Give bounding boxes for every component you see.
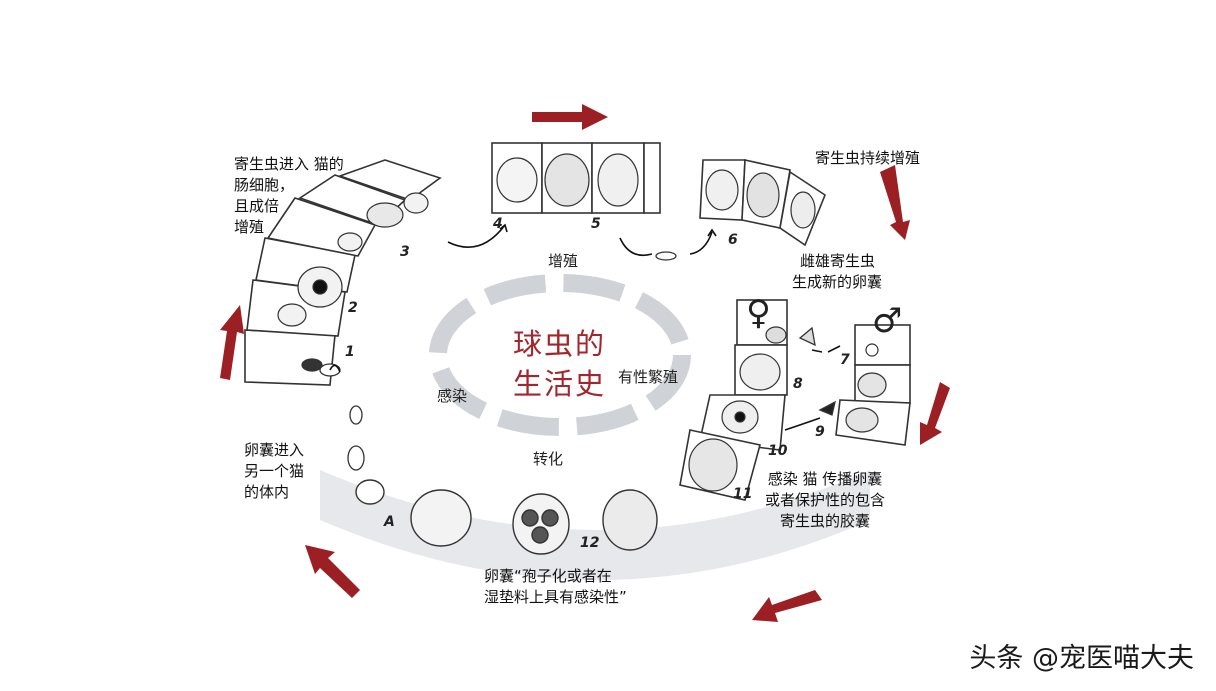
stage-infection: 感染	[437, 387, 468, 405]
stage-transformation: 转化	[533, 450, 564, 468]
stage-sexual: 有性繁殖	[618, 368, 679, 386]
step-label-4: 4	[493, 216, 503, 232]
annotation-oocyst-enter: 卵囊进入 另一个猫 的体内	[244, 440, 304, 503]
annotation-line: 的体内	[244, 483, 290, 501]
stage-proliferation: 增殖	[548, 252, 579, 270]
annotation-line: 且成倍	[234, 197, 280, 215]
step-label-1: 1	[345, 344, 355, 360]
step-label-3: 3	[400, 244, 410, 260]
arrow-right	[920, 382, 950, 445]
left-cell-nuclei	[277, 192, 429, 372]
annotation-line: 生成新的卵囊	[792, 273, 883, 291]
annotation-line: 卵囊进入	[244, 441, 305, 459]
step-label-2: 2	[348, 300, 358, 316]
arrow-bottom-right	[752, 590, 822, 622]
annotation-line: 湿垫料上具有感染性”	[484, 588, 627, 606]
annotation-new-oocyst: 雌雄寄生虫 生成新的卵囊	[792, 251, 882, 293]
annotation-enter-cells: 寄生虫进入 猫的 肠细胞， 且成倍 增殖	[234, 154, 344, 238]
arrow-upper-right	[880, 165, 910, 240]
arrow-left	[220, 305, 244, 380]
female-contents	[688, 326, 787, 492]
arrow-top	[532, 104, 608, 130]
step-label-11: 11	[733, 486, 753, 502]
step-label-10: 10	[768, 443, 788, 459]
arrow-bottom-left	[305, 545, 360, 598]
annotation-line: 另一个猫	[244, 462, 305, 480]
step-label-12: 12	[580, 535, 600, 551]
center-ring	[429, 274, 691, 436]
step-label-8: 8	[793, 376, 803, 392]
annotation-line: 增殖	[234, 218, 265, 236]
watermark: 头条 @宠医喵大夫	[969, 643, 1194, 674]
annotation-line: 肠细胞，	[234, 176, 295, 194]
step-label-9: 9	[815, 424, 825, 440]
annotation-line: 雌雄寄生虫	[800, 252, 876, 270]
annotation-continue-multiply: 寄生虫持续增殖	[815, 149, 921, 167]
center-title-line-1: 球虫的	[513, 327, 607, 361]
upper-right-contents	[705, 169, 816, 229]
cycle-arrows	[220, 104, 950, 622]
oocysts	[355, 479, 658, 555]
female-symbol-icon: ♀	[746, 293, 771, 333]
annotation-line: 寄生虫的胶囊	[780, 512, 871, 530]
step-label-5: 5	[591, 216, 601, 232]
male-contents	[845, 343, 887, 433]
annotation-oocyst-sporulate: 卵囊“孢子化或者在 湿垫料上具有感染性”	[484, 566, 627, 608]
center-title: 球虫的 生活史	[513, 324, 606, 404]
step-label-a: A	[384, 514, 395, 530]
step-label-7: 7	[840, 352, 850, 368]
annotation-line: 感染 猫 传播卵囊	[767, 470, 883, 488]
annotation-line: 卵囊“孢子化或者在	[484, 567, 612, 585]
annotation-line: 寄生虫进入 猫的	[234, 155, 344, 173]
center-title-line-2: 生活史	[513, 367, 607, 401]
top-cell-contents	[496, 153, 639, 207]
loose-stages	[319, 251, 836, 471]
annotation-line: 或者保护性的包含	[765, 491, 886, 509]
male-symbol-icon: ♂	[872, 301, 903, 341]
stage-connectors	[329, 223, 841, 431]
sporulation-band	[320, 470, 870, 580]
step-label-6: 6	[728, 232, 738, 248]
annotation-infect-cat: 感染 猫 传播卵囊 或者保护性的包含 寄生虫的胶囊	[765, 469, 885, 532]
